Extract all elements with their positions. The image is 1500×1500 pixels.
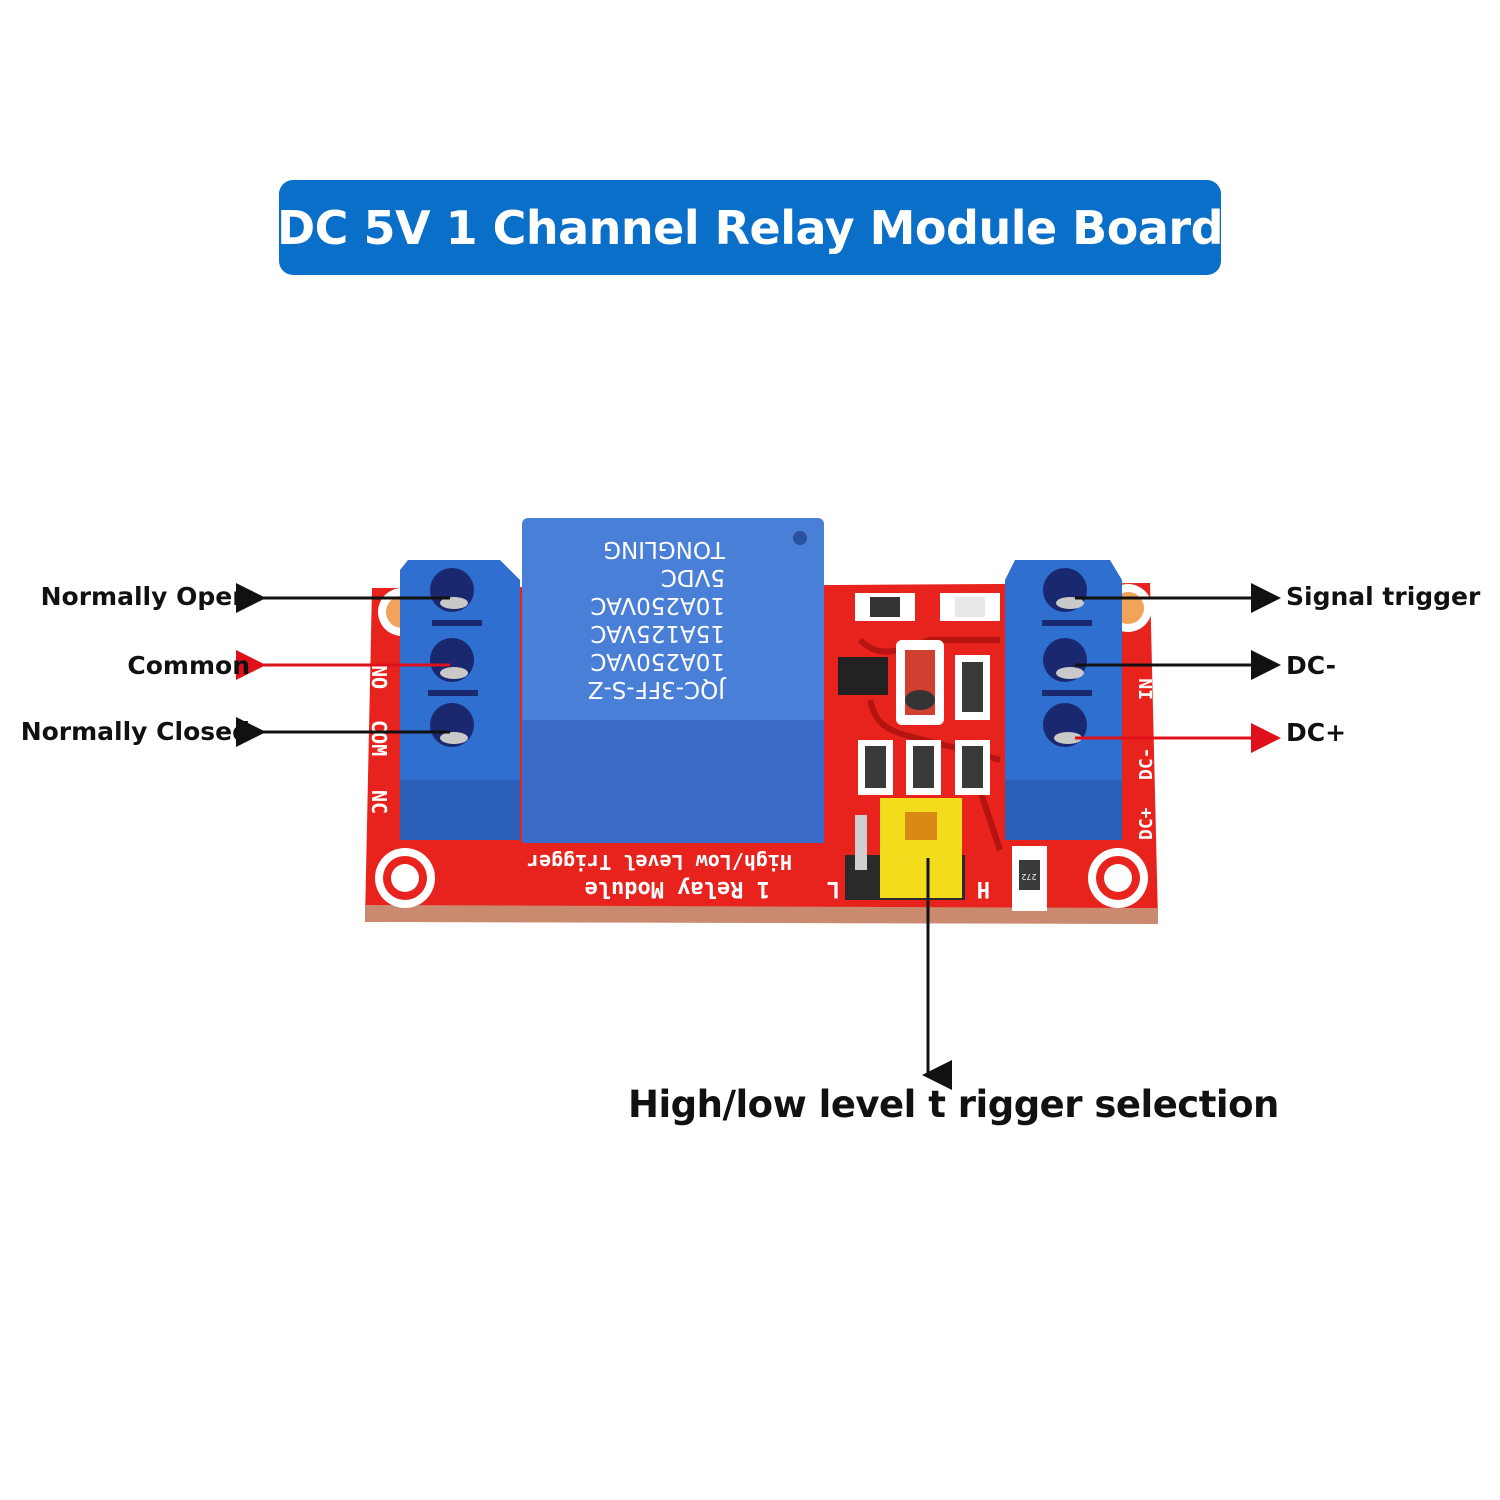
relay-marking-model: JQC-3FF-S-Z (588, 676, 727, 702)
callout-dc-plus: DC+ (1286, 718, 1347, 747)
callout-trigger-selection: High/low level t rigger selection (628, 1083, 1279, 1126)
relay-marking-brand: TONGLING (603, 536, 726, 562)
callout-normally-open: Normally Open (40, 582, 250, 611)
relay-marking-coil: 5VDC (661, 564, 725, 590)
page-title: DC 5V 1 Channel Relay Module Board (277, 200, 1224, 255)
jumper-header[interactable] (845, 798, 965, 900)
callout-dc-minus: DC- (1286, 651, 1337, 680)
mounting-hole-icon (375, 848, 435, 908)
relay-marking-rating2: 15A125VAC (590, 620, 725, 646)
mounting-hole-icon (1088, 848, 1148, 908)
smd-components: 272 (838, 593, 1047, 911)
callout-common: Common (127, 651, 250, 680)
silkscreen-bottom: High/Low Level Trigger 1 Relay Module L … (527, 850, 990, 901)
title-banner: DC 5V 1 Channel Relay Module Board (277, 180, 1224, 275)
silk-nc: NC (367, 790, 391, 814)
silk-com: COM (367, 720, 391, 756)
terminal-block-right (1005, 560, 1122, 840)
silk-in: IN (1136, 678, 1157, 700)
silk-jumper-h: H (977, 876, 990, 901)
silk-no: NO (367, 665, 391, 689)
terminal-block-left (400, 560, 520, 840)
silk-dc-plus: DC+ (1136, 807, 1157, 840)
silk-line2: 1 Relay Module (585, 876, 770, 901)
relay-component: JQC-3FF-S-Z 10A250VAC 15A125VAC 10A250VA… (522, 518, 824, 843)
callout-normally-closed: Normally Closed (20, 717, 250, 746)
silk-jumper-l: L (827, 876, 840, 901)
callout-signal-trigger: Signal trigger (1286, 582, 1481, 611)
resistor-code: 272 (1021, 872, 1036, 881)
silk-dc-minus: DC- (1136, 747, 1157, 780)
relay-marking-rating3: 10A250VAC (590, 592, 725, 618)
silk-line1: High/Low Level Trigger (527, 850, 792, 874)
silkscreen-right-terminal: IN DC- DC+ (1136, 678, 1157, 840)
silkscreen-left-terminal: NO COM NC (367, 665, 391, 814)
relay-marking-rating1: 10A250VAC (590, 648, 725, 674)
